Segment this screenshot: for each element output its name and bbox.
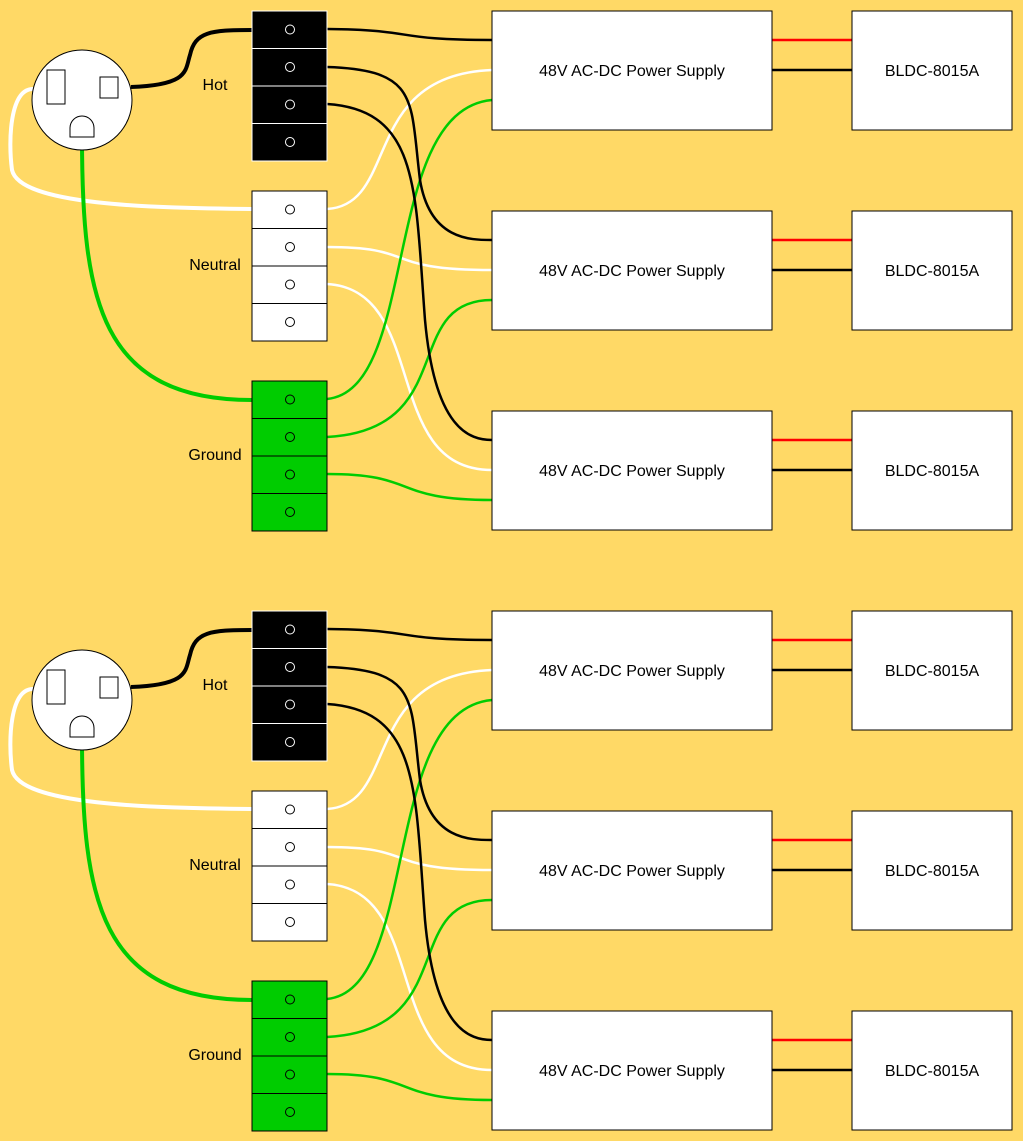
wires (8, 27, 852, 502)
neutral-wire-psu-3 (326, 282, 493, 472)
ground-wire-psu-2 (326, 298, 493, 439)
ground-wire-psu-1 (326, 98, 493, 401)
motor-2: BLDC-8015A (851, 810, 1013, 931)
ground-wire-psu-3 (326, 472, 493, 502)
ground-wire-psu-3 (326, 1072, 493, 1102)
hot-wire-psu-2 (326, 65, 493, 242)
power-supply-2: 48V AC-DC Power Supply (491, 810, 773, 931)
neutral-wire-psu-2 (326, 245, 493, 272)
ground-wire-psu-1 (326, 698, 493, 1001)
power-supply-2: 48V AC-DC Power Supply (491, 210, 773, 331)
power-supply-label: 48V AC-DC Power Supply (539, 1063, 725, 1080)
hot-label: Hot (203, 77, 228, 94)
ground-label: Ground (188, 1047, 241, 1064)
ground-terminal-block (251, 380, 328, 532)
wires (8, 627, 852, 1102)
power-supply-3: 48V AC-DC Power Supply (491, 1010, 773, 1131)
neutral-wire-outlet (8, 687, 253, 811)
neutral-terminal-block (251, 190, 328, 342)
neutral-label: Neutral (189, 257, 241, 274)
hot-wire-psu-3 (326, 702, 493, 1042)
neutral-wire-outlet (8, 87, 253, 211)
motor-1: BLDC-8015A (851, 10, 1013, 131)
hot-terminal-block (251, 10, 328, 162)
hot-terminal-block (251, 610, 328, 762)
motor-label: BLDC-8015A (885, 863, 980, 880)
ground-wire-outlet (80, 736, 253, 1002)
motor-label: BLDC-8015A (885, 663, 980, 680)
motor-label: BLDC-8015A (885, 463, 980, 480)
ground-wire-outlet (80, 136, 253, 402)
hot-wire-psu-1 (326, 627, 493, 642)
circuit-1: Hot Neutral Ground 48V A (8, 10, 1013, 532)
power-supply-label: 48V AC-DC Power Supply (539, 63, 725, 80)
neutral-terminal-block (251, 790, 328, 942)
nema-5-15-outlet-icon (31, 49, 133, 151)
motor-2: BLDC-8015A (851, 210, 1013, 331)
nema-5-15-outlet-icon (31, 649, 133, 751)
hot-wire-psu-2 (326, 665, 493, 842)
hot-wire-outlet (130, 628, 253, 689)
motor-label: BLDC-8015A (885, 263, 980, 280)
neutral-wire-psu-1 (326, 68, 493, 211)
hot-wire-outlet (130, 28, 253, 89)
power-supply-label: 48V AC-DC Power Supply (539, 463, 725, 480)
motor-3: BLDC-8015A (851, 410, 1013, 531)
motor-label: BLDC-8015A (885, 1063, 980, 1080)
neutral-wire-psu-2 (326, 845, 493, 872)
ground-label: Ground (188, 447, 241, 464)
power-supply-3: 48V AC-DC Power Supply (491, 410, 773, 531)
ground-terminal-block (251, 980, 328, 1132)
power-supply-1: 48V AC-DC Power Supply (491, 610, 773, 731)
power-supply-1: 48V AC-DC Power Supply (491, 10, 773, 131)
circuit-2: Hot Neutral Ground 48V AC-DC Power Supp (8, 610, 1013, 1132)
motor-1: BLDC-8015A (851, 610, 1013, 731)
power-supply-label: 48V AC-DC Power Supply (539, 663, 725, 680)
power-supply-label: 48V AC-DC Power Supply (539, 863, 725, 880)
hot-wire-psu-3 (326, 102, 493, 442)
power-supply-label: 48V AC-DC Power Supply (539, 263, 725, 280)
neutral-wire-psu-3 (326, 882, 493, 1072)
hot-label: Hot (203, 677, 228, 694)
motor-label: BLDC-8015A (885, 63, 980, 80)
neutral-wire-psu-1 (326, 668, 493, 811)
motor-3: BLDC-8015A (851, 1010, 1013, 1131)
neutral-label: Neutral (189, 857, 241, 874)
ground-wire-psu-2 (326, 898, 493, 1039)
hot-wire-psu-1 (326, 27, 493, 42)
